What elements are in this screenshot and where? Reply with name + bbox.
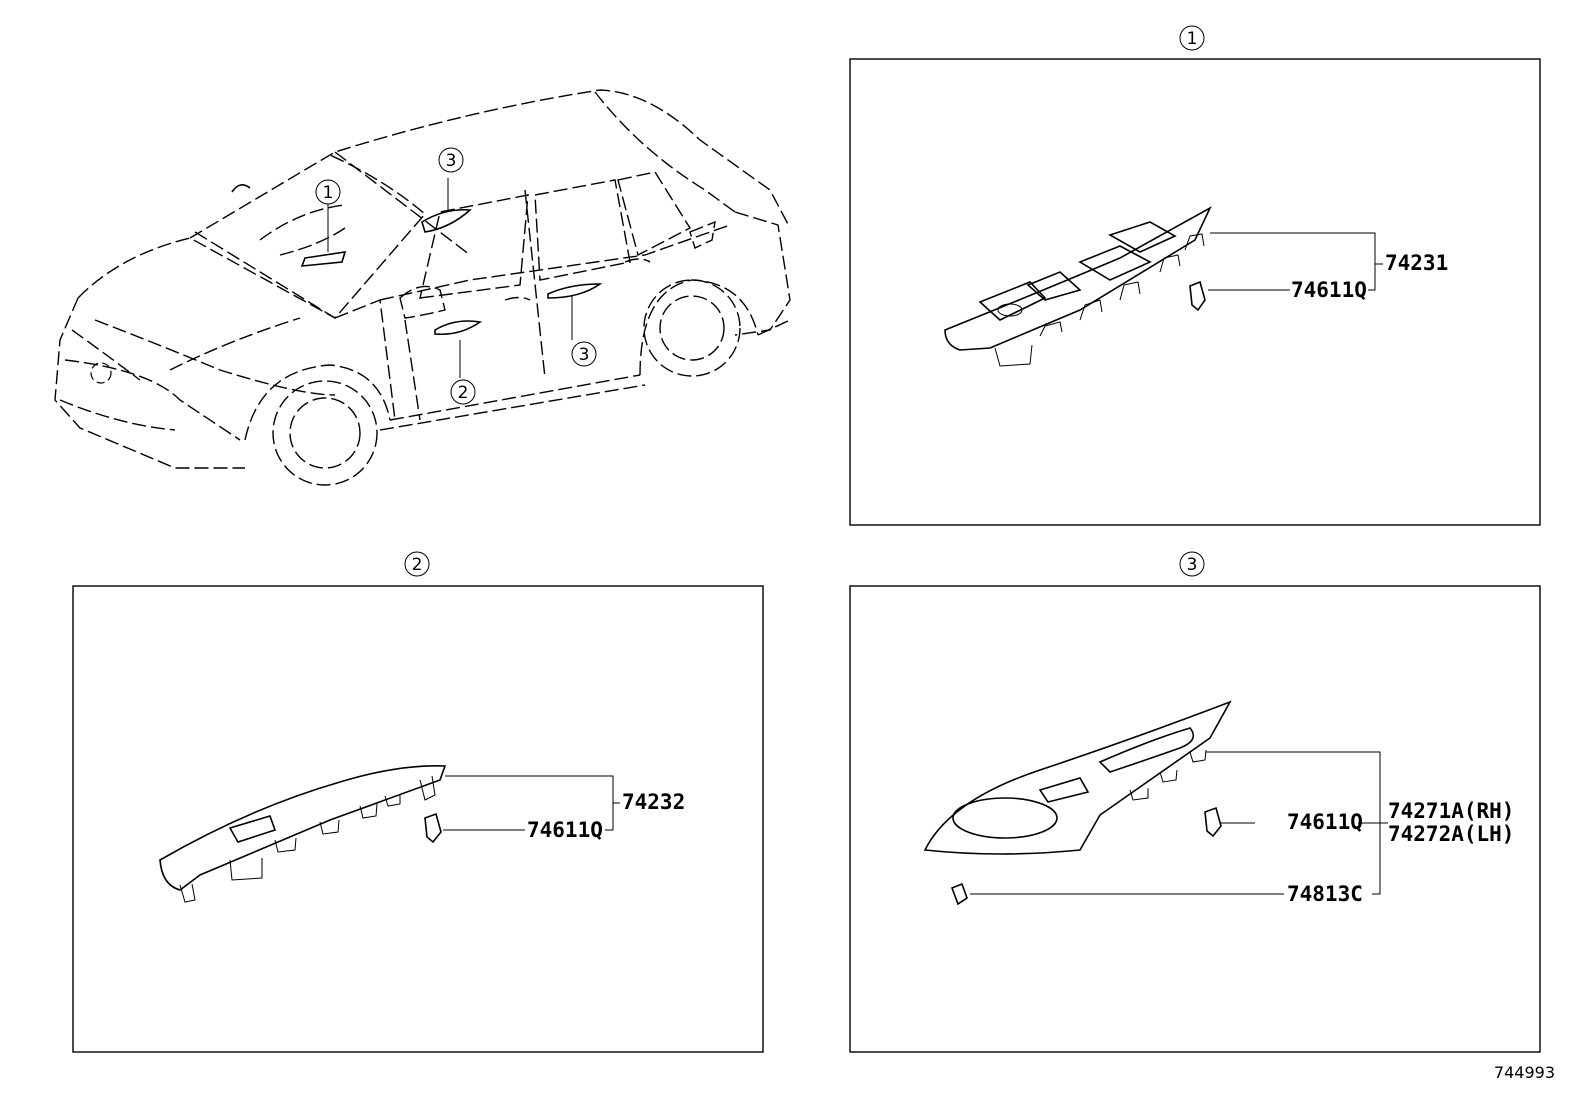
vehicle-overview <box>54 89 791 486</box>
part-number-74611Q-p3: 74611Q <box>1287 810 1363 834</box>
clip-74611Q-p2 <box>424 812 442 844</box>
callout-3-panel: 3 <box>1179 551 1205 577</box>
part-number-74232: 74232 <box>622 790 685 814</box>
clip-74813C <box>950 882 968 906</box>
svg-text:3: 3 <box>579 345 590 365</box>
panel-2-frame <box>72 585 764 1053</box>
part-number-74813C: 74813C <box>1287 882 1363 906</box>
illustration-number: 744993 <box>1494 1063 1555 1082</box>
part-number-74271A-rh: 74271A(RH) <box>1388 799 1514 823</box>
callout-3-car-top: 3 <box>438 147 464 173</box>
part-number-74272A-lh: 74272A(LH) <box>1388 822 1514 846</box>
callout-3-car-side: 3 <box>571 341 597 367</box>
svg-text:1: 1 <box>323 183 334 203</box>
svg-text:1: 1 <box>1187 29 1198 49</box>
clip-74611Q-p3 <box>1204 806 1222 838</box>
svg-text:2: 2 <box>412 555 423 575</box>
panel-1-frame <box>849 58 1541 526</box>
callout-1-panel: 1 <box>1179 25 1205 51</box>
part-number-74231: 74231 <box>1385 251 1448 275</box>
part-number-74611Q-p2: 74611Q <box>527 818 603 842</box>
switch-panel-74271A <box>923 700 1232 855</box>
callout-2-car: 2 <box>450 379 476 405</box>
switch-panel-74231 <box>944 206 1212 367</box>
svg-text:3: 3 <box>446 151 457 171</box>
svg-text:3: 3 <box>1187 555 1198 575</box>
panel-3-frame <box>849 585 1541 1053</box>
clip-74611Q-p1 <box>1189 280 1206 312</box>
switch-panel-74232 <box>159 765 447 903</box>
svg-text:2: 2 <box>458 383 469 403</box>
callout-2-panel: 2 <box>404 551 430 577</box>
part-number-74611Q-p1: 74611Q <box>1291 278 1367 302</box>
callout-1-car: 1 <box>315 179 341 205</box>
